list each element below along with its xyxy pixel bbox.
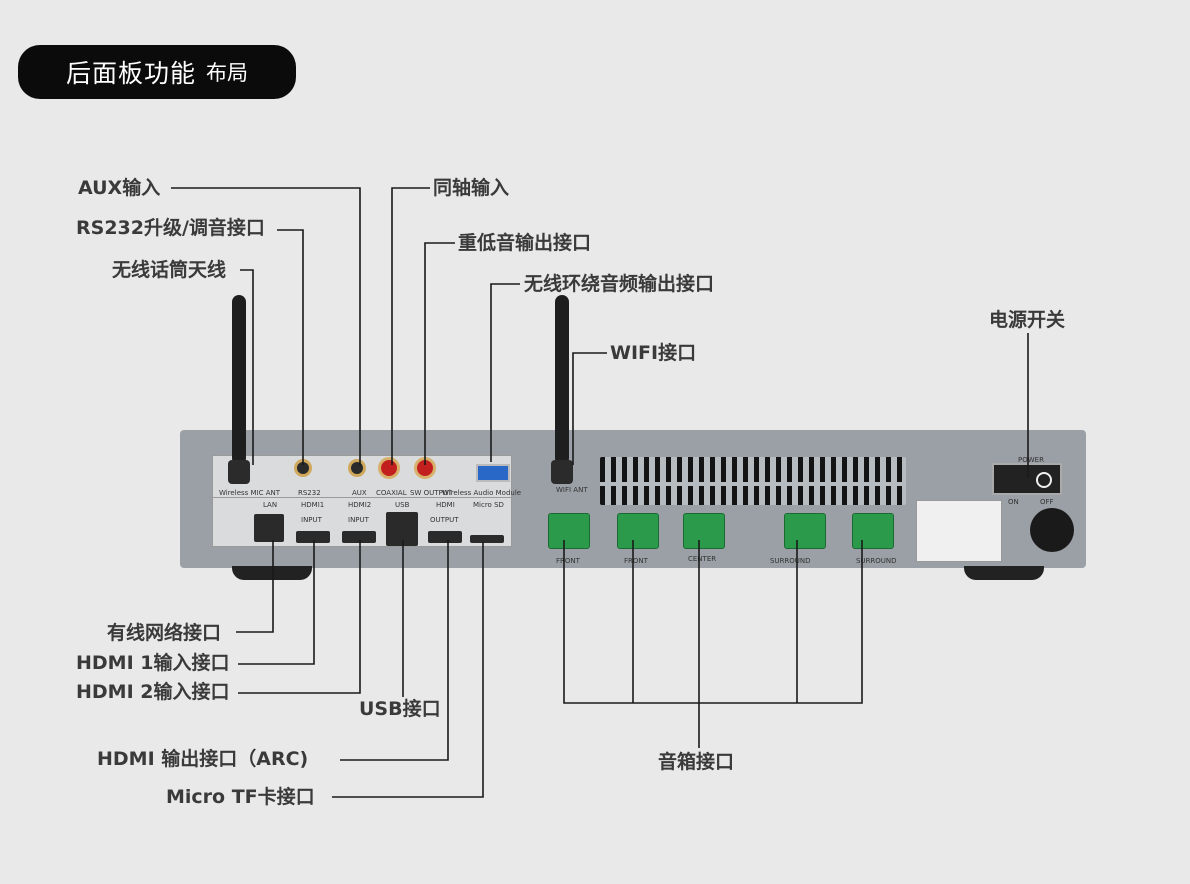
leader-hdmi1 [238, 540, 315, 665]
device-foot [232, 566, 312, 580]
hdmi-out-port [428, 531, 462, 543]
speaker-terminal-center [683, 513, 725, 549]
hdmi2-port [342, 531, 376, 543]
leader-hdmi2 [238, 540, 361, 694]
label-power-switch: 电源开关 [989, 309, 1066, 331]
mark-hdmi2: HDMI2 [348, 501, 372, 509]
mark-wifi-ant: WIFI ANT [556, 486, 588, 494]
wireless-module-port [476, 464, 510, 482]
mark-off: OFF [1040, 498, 1054, 506]
label-hdmi1-in: HDMI 1输入接口 [76, 652, 230, 674]
label-wireless-mic-ant: 无线话筒天线 [112, 259, 227, 281]
label-wireless-surround-out: 无线环绕音频输出接口 [524, 273, 715, 295]
usb-port [386, 512, 418, 546]
antenna-base [228, 460, 250, 484]
mark-front: FRONT [556, 557, 580, 565]
mark-hdmi: HDMI [436, 501, 455, 509]
mark-power: POWER [1018, 456, 1044, 464]
title-main: 后面板功能 [66, 59, 197, 88]
mark-usb: USB [395, 501, 410, 509]
label-speaker: 音箱接口 [658, 751, 735, 773]
wireless-mic-antenna [232, 295, 246, 465]
mark-on: ON [1008, 498, 1019, 506]
leader-wireless-surround [490, 283, 520, 462]
mark-wireless-mic-ant: Wireless MIC ANT [219, 489, 281, 497]
mark-center: CENTER [688, 555, 717, 563]
aux-jack [348, 459, 366, 477]
wifi-antenna [555, 295, 569, 465]
mark-lan: LAN [263, 501, 278, 509]
device-foot [964, 566, 1044, 580]
antenna-base [551, 460, 573, 484]
leader-sub [424, 242, 455, 465]
leader-aux [171, 187, 361, 465]
title-pill: 后面板功能 布局 [18, 45, 296, 99]
leader-speaker-bus [563, 540, 863, 704]
mark-hdmi1: HDMI1 [301, 501, 325, 509]
leader-wifi [572, 352, 607, 465]
mark-surround: SURROUND [770, 557, 811, 565]
mark-micro-sd: Micro SD [473, 501, 504, 509]
mark-output: OUTPUT [430, 516, 459, 524]
label-wifi: WIFI接口 [610, 342, 697, 364]
title-sub: 布局 [206, 61, 249, 85]
lan-port [254, 514, 284, 542]
mark-input: INPUT [301, 516, 322, 524]
leader-hdmi-out [340, 540, 449, 761]
speaker-terminal-front-l [617, 513, 659, 549]
vent-grille-divider [600, 482, 906, 486]
label-sub-out: 重低音输出接口 [458, 232, 592, 254]
mark-sw-output: SW OUTPUT [410, 489, 453, 497]
vent-grille [600, 457, 906, 505]
label-hdmi2-in: HDMI 2输入接口 [76, 681, 230, 703]
speaker-terminal-front-r [548, 513, 590, 549]
coaxial-rca [378, 457, 400, 479]
label-hdmi-out-arc: HDMI 输出接口（ARC) [97, 748, 309, 770]
mark-aux: AUX [352, 489, 367, 497]
hdmi1-port [296, 531, 330, 543]
leader-lan [236, 540, 274, 633]
mark-front: FRONT [624, 557, 648, 565]
power-cord [1030, 508, 1074, 552]
mark-coaxial: COAXIAL [376, 489, 407, 497]
mark-input: INPUT [348, 516, 369, 524]
leader-micro-tf [332, 542, 484, 798]
spec-label [916, 500, 1002, 562]
mark-wireless-audio-module: Wireless Audio Module [442, 489, 522, 497]
label-rs232: RS232升级/调音接口 [76, 217, 265, 239]
io-plate-divider [212, 497, 512, 498]
label-coaxial-in: 同轴输入 [433, 177, 510, 199]
label-usb: USB接口 [359, 698, 441, 720]
mark-surround: SURROUND [856, 557, 897, 565]
mark-rs232: RS232 [298, 489, 321, 497]
leader-rs232 [277, 229, 304, 465]
speaker-terminal-surround-l [852, 513, 894, 549]
leader-coaxial [391, 187, 430, 465]
micro-sd-slot [470, 535, 504, 543]
label-aux-in: AUX输入 [78, 177, 161, 199]
label-micro-tf: Micro TF卡接口 [166, 786, 315, 808]
label-lan: 有线网络接口 [107, 622, 222, 644]
power-switch [992, 463, 1062, 495]
speaker-terminal-surround-r [784, 513, 826, 549]
leader-mic-ant [240, 269, 254, 465]
